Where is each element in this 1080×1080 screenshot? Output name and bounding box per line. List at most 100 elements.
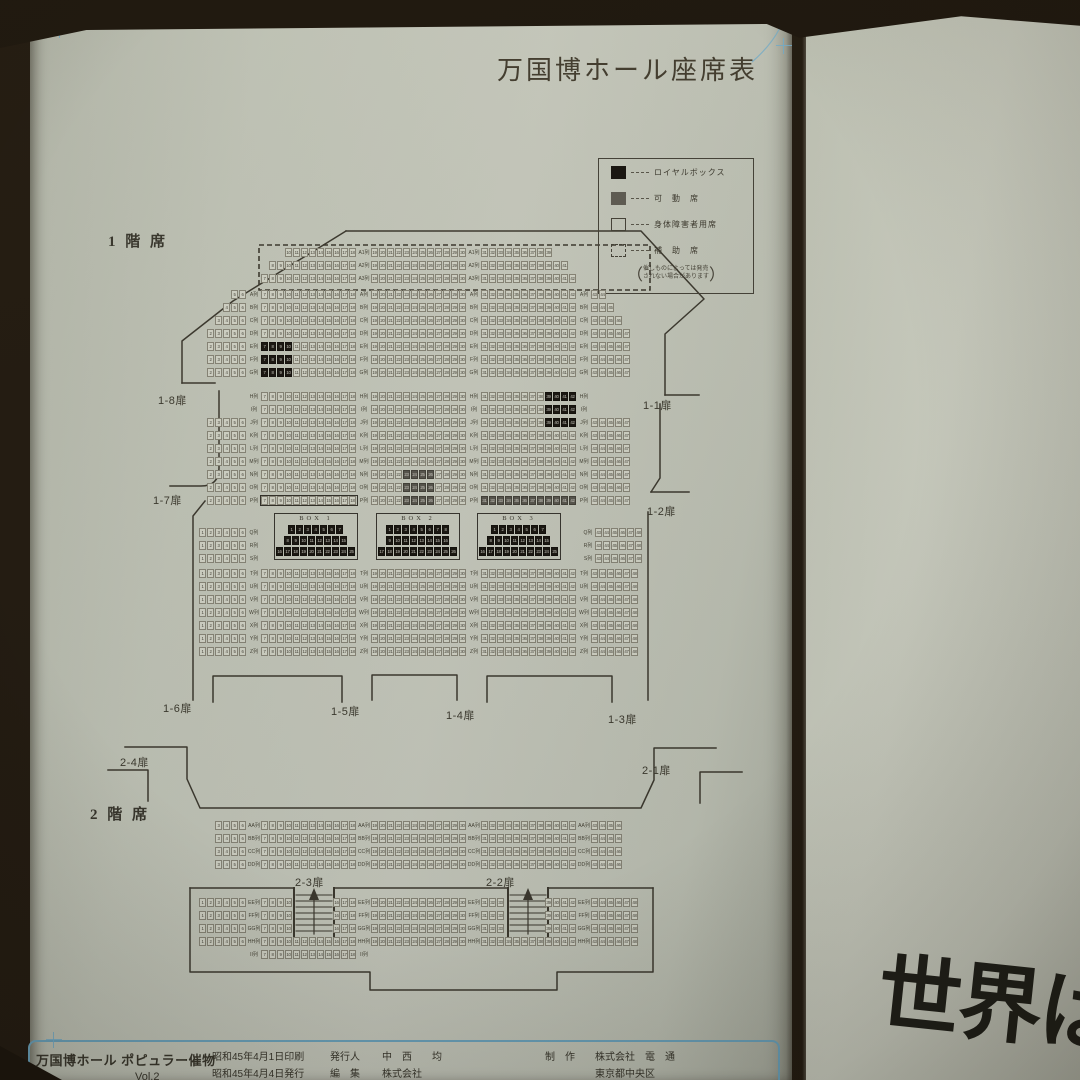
- seat-cell: 34: [505, 568, 512, 578]
- seat-cell: 27: [435, 846, 442, 856]
- seat-cell: 23: [403, 417, 410, 427]
- seat-cell: 4: [223, 846, 230, 856]
- seat-cell: 12: [301, 247, 308, 257]
- seat-cell: 26: [427, 620, 434, 630]
- legend-item: 補 助 席: [599, 237, 753, 263]
- seat-cell: 3: [215, 594, 222, 604]
- seat-cell: 18: [349, 367, 356, 377]
- seat-cell: 3: [215, 568, 222, 578]
- seat-cell: 43: [591, 581, 598, 591]
- seat-cell: 23: [403, 937, 410, 947]
- seat-cell: 18: [349, 443, 356, 453]
- seat-cell: 2: [207, 633, 214, 643]
- seat-cell: 12: [301, 391, 308, 401]
- legend-item: ロイヤルボックス: [599, 159, 753, 185]
- seat-cell: 26: [427, 568, 434, 578]
- seat-cell: 3: [215, 937, 222, 947]
- seat-cell: 27: [435, 910, 442, 920]
- seat-cell: 27: [435, 568, 442, 578]
- seat-cell: 8: [269, 646, 276, 656]
- seat-cell: 15: [325, 456, 332, 466]
- row-label: V列: [579, 596, 589, 603]
- row-label: Q列: [249, 529, 259, 536]
- seat-cell: 17: [341, 646, 348, 656]
- seat-cell: 47: [623, 568, 630, 578]
- seat-cell: 24: [411, 328, 418, 338]
- seat-cell: 20: [379, 820, 386, 830]
- seat-cell: 44: [603, 553, 610, 563]
- colophon-series-vol: Vol.2: [135, 1071, 160, 1080]
- seat-cell: 33: [497, 430, 504, 440]
- seat-cell: 21: [519, 547, 526, 556]
- seat-cell: 20: [379, 846, 386, 856]
- seat-cell: 44: [599, 897, 606, 907]
- row-spacer: [199, 838, 215, 839]
- row-label: C列: [579, 317, 589, 324]
- seat-cell: 36: [521, 247, 528, 257]
- seat-cell: 15: [325, 620, 332, 630]
- seat-cell: 40: [553, 404, 560, 414]
- seat-cell: 15: [325, 404, 332, 414]
- seat-cell: 32: [489, 495, 496, 505]
- seat-cell: 26: [427, 391, 434, 401]
- legend-note-line1: 催しものによっては発売: [642, 266, 709, 272]
- seat-cell: 25: [419, 341, 426, 351]
- seat-cell: 36: [521, 937, 528, 947]
- seat-cell: 9: [277, 859, 284, 869]
- seat-cell: 31: [481, 404, 488, 414]
- seat-cell: 12: [410, 536, 417, 545]
- seat-cell: 1: [199, 937, 206, 947]
- seat-cell: 5: [231, 302, 238, 312]
- seat-cell: 27: [435, 328, 442, 338]
- seat-cell: 40: [553, 923, 560, 933]
- seat-cell: 42: [569, 482, 576, 492]
- seat-cell: 15: [325, 568, 332, 578]
- seat-cell: 29: [451, 581, 458, 591]
- seat-cell: 11: [293, 404, 300, 414]
- seat-cell: 30: [459, 367, 466, 377]
- seat-cell: 45: [607, 820, 614, 830]
- seat-cell: 41: [561, 607, 568, 617]
- seat-cell: 8: [442, 525, 449, 534]
- seat-cell: 42: [569, 443, 576, 453]
- seat-cell: 42: [569, 568, 576, 578]
- row-label: A3列: [358, 275, 370, 282]
- seat-cell: 40: [553, 341, 560, 351]
- seat-cell: 31: [481, 302, 488, 312]
- seat-cell: 41: [561, 910, 568, 920]
- seat-cell: 3: [215, 328, 222, 338]
- row-label: H列: [579, 393, 589, 400]
- row-spacer: [199, 474, 207, 475]
- seat-cell: 40: [553, 820, 560, 830]
- seat-cell: 25: [419, 354, 426, 364]
- seat-cell: 47: [623, 910, 630, 920]
- seat-cell: 9: [277, 620, 284, 630]
- seat-cell: 6: [239, 540, 246, 550]
- seat-cell: 23: [403, 247, 410, 257]
- seat-cell: 32: [489, 443, 496, 453]
- seat-cell: 15: [325, 328, 332, 338]
- seat-cell: 18: [349, 846, 356, 856]
- seat-cell: 43: [591, 594, 598, 604]
- seat-cell: 19: [371, 820, 378, 830]
- seat-cell: 8: [284, 536, 291, 545]
- seat-cell: 45: [607, 417, 614, 427]
- seat-cell: 4: [223, 897, 230, 907]
- seat-cell: 32: [489, 430, 496, 440]
- seat-cell: 18: [349, 469, 356, 479]
- seat-cell: 29: [451, 607, 458, 617]
- row-label: U列: [359, 583, 369, 590]
- seat-cell: 18: [349, 607, 356, 617]
